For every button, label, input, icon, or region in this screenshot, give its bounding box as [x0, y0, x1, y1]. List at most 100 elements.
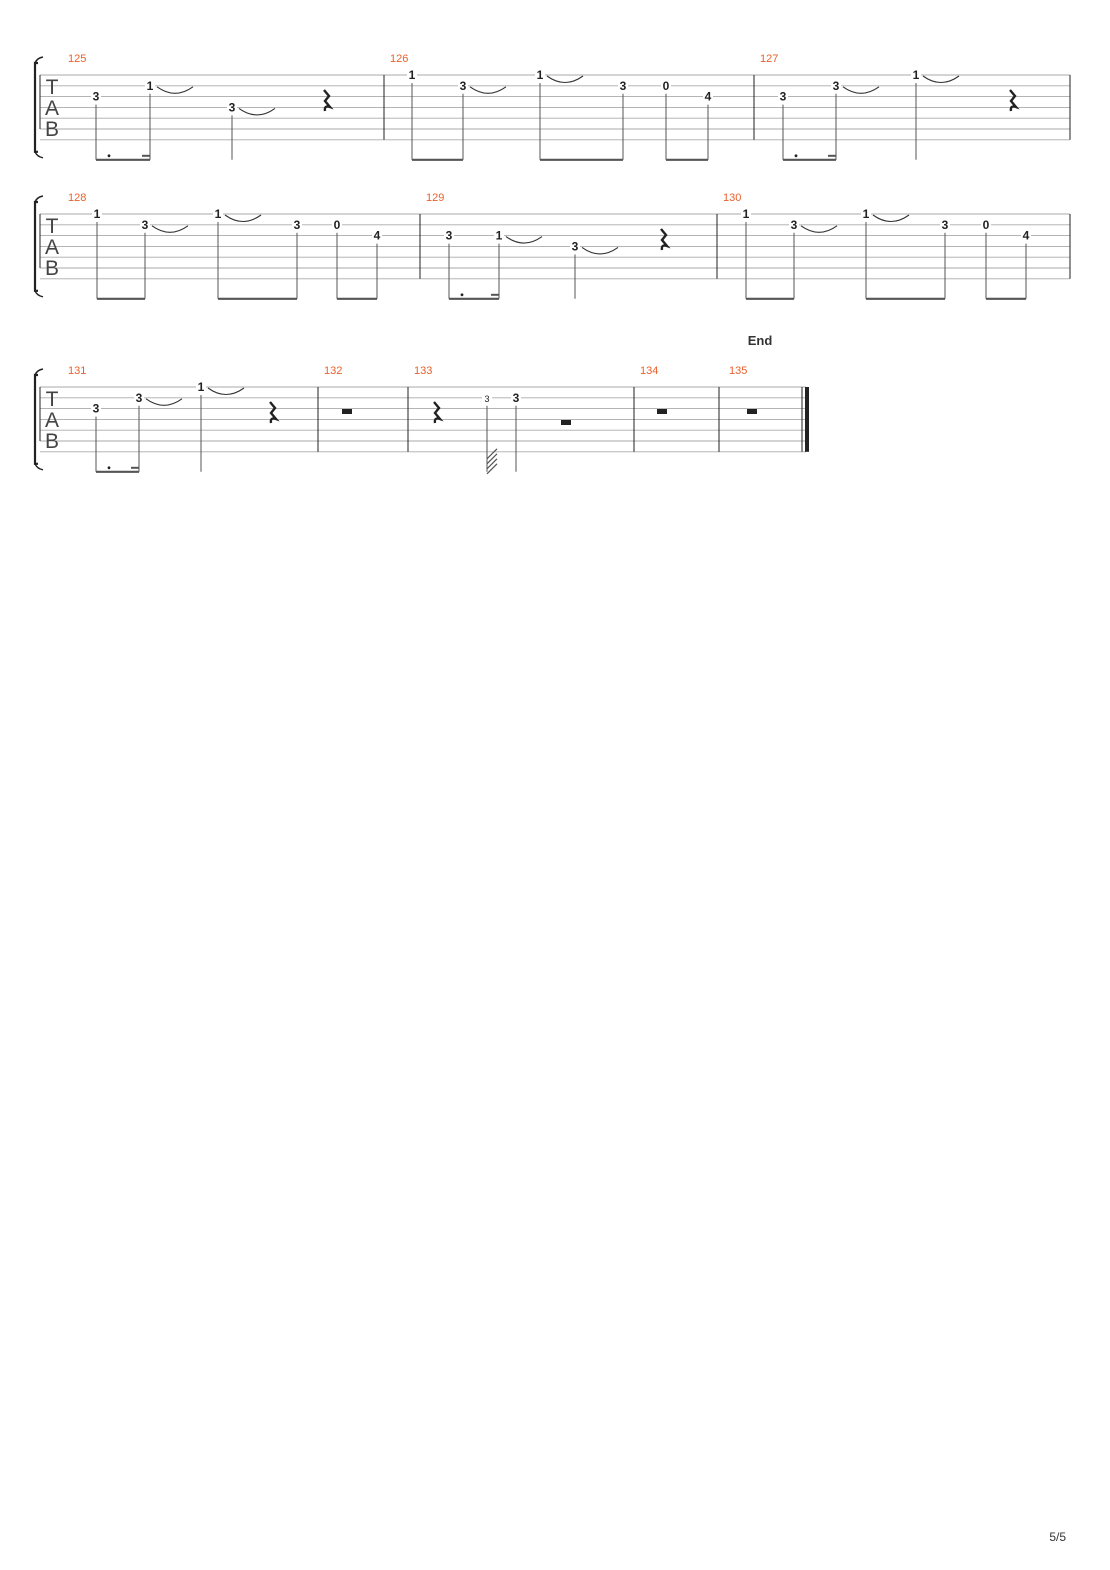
measure-number: 128	[68, 192, 86, 204]
fret-knockout	[92, 207, 102, 219]
fret-number: 1	[409, 68, 416, 82]
fret-knockout	[940, 217, 950, 230]
fret-number: 3	[513, 391, 520, 405]
measure-number: 134	[640, 365, 658, 377]
measure-125: 125 3 1 3	[68, 53, 385, 161]
fret-knockout	[789, 217, 799, 230]
tie-arc	[922, 75, 960, 84]
tab-clef-letter: B	[45, 430, 59, 453]
dot	[107, 154, 111, 158]
fret-knockout	[482, 390, 492, 403]
fret-knockout	[292, 217, 302, 230]
fret-knockout	[145, 78, 155, 91]
dot	[460, 293, 464, 297]
fret-knockout	[227, 100, 237, 113]
measure-133: 133 3 3	[414, 365, 635, 475]
tab-clef-letter: T	[46, 76, 59, 99]
fret-number: 3	[446, 229, 453, 243]
staff-bracket	[33, 61, 38, 153]
fret-number: 3	[620, 79, 627, 93]
fret-number: 3	[93, 402, 100, 416]
fret-number: 1	[537, 68, 544, 82]
tab-clef-letter: A	[45, 97, 59, 120]
measure-number: 131	[68, 365, 86, 377]
tremolo-mark	[486, 458, 498, 470]
measure-number: 126	[390, 53, 408, 65]
fret-number: 1	[198, 380, 205, 394]
tie-arc	[505, 236, 543, 244]
tremolo-mark	[486, 463, 498, 475]
half-rest	[561, 420, 571, 425]
fret-number: 1	[743, 207, 750, 221]
tie-arc	[800, 225, 838, 233]
fret-knockout	[134, 390, 144, 403]
fret-knockout	[618, 78, 628, 91]
fret-number: 3	[460, 79, 467, 93]
quarter-rest	[1009, 89, 1020, 112]
quarter-rest	[660, 228, 671, 251]
fret-knockout	[196, 380, 206, 392]
bracket-bottom-hook	[34, 290, 44, 298]
fret-knockout	[831, 78, 841, 91]
fret-number: 3	[791, 218, 798, 232]
bracket-top-hook	[34, 368, 44, 376]
measure-132: 132	[324, 365, 409, 452]
quarter-rest	[323, 89, 334, 112]
fret-number: 0	[663, 79, 670, 93]
fret-knockout	[494, 228, 504, 241]
fret-number: 3	[294, 218, 301, 232]
page-number: 5/5	[1049, 1530, 1066, 1544]
fret-number: 1	[913, 68, 920, 82]
tremolo-mark	[486, 448, 498, 460]
final-barline-thick	[805, 387, 809, 452]
measure-131: 131 3 3 1	[68, 365, 319, 473]
fret-knockout	[661, 78, 671, 91]
fret-number: 1	[94, 207, 101, 221]
tremolo-mark	[486, 453, 498, 465]
fret-knockout	[91, 401, 101, 414]
dot	[794, 154, 798, 158]
measure-number: 133	[414, 365, 432, 377]
fret-knockout	[458, 78, 468, 91]
fret-knockout	[511, 390, 521, 403]
fret-number: 3	[229, 100, 236, 114]
bracket-top-hook	[34, 56, 44, 64]
tie-arc	[469, 86, 507, 94]
dot	[107, 466, 111, 470]
tie-arc	[238, 107, 276, 116]
measure-number: 125	[68, 53, 86, 65]
bracket-bottom-hook	[34, 151, 44, 159]
fret-number: 4	[1023, 229, 1030, 243]
fret-number: 1	[496, 229, 503, 243]
half-rest	[342, 409, 352, 414]
quarter-rest	[433, 401, 444, 424]
fret-number: 3	[942, 218, 949, 232]
fret-number: 3	[93, 90, 100, 104]
fret-knockout	[911, 68, 921, 80]
tie-arc	[145, 398, 183, 406]
fret-knockout	[861, 207, 871, 219]
fret-knockout	[407, 68, 417, 80]
bracket-top-hook	[34, 195, 44, 203]
fret-number: 3	[572, 239, 579, 253]
fret-number: 1	[147, 79, 154, 93]
bracket-bottom-hook	[34, 463, 44, 471]
grace-fret-number: 3	[484, 394, 489, 404]
tie-arc	[156, 86, 194, 94]
fret-number: 3	[142, 218, 149, 232]
fret-knockout	[91, 89, 101, 102]
fret-knockout	[444, 228, 454, 241]
tie-arc	[151, 225, 189, 233]
fret-number: 3	[136, 391, 143, 405]
tab-clef-letter: A	[45, 409, 59, 432]
fret-knockout	[372, 228, 382, 241]
fret-number: 4	[374, 229, 381, 243]
fret-number: 0	[983, 218, 990, 232]
tab-clef-letter: T	[46, 388, 59, 411]
